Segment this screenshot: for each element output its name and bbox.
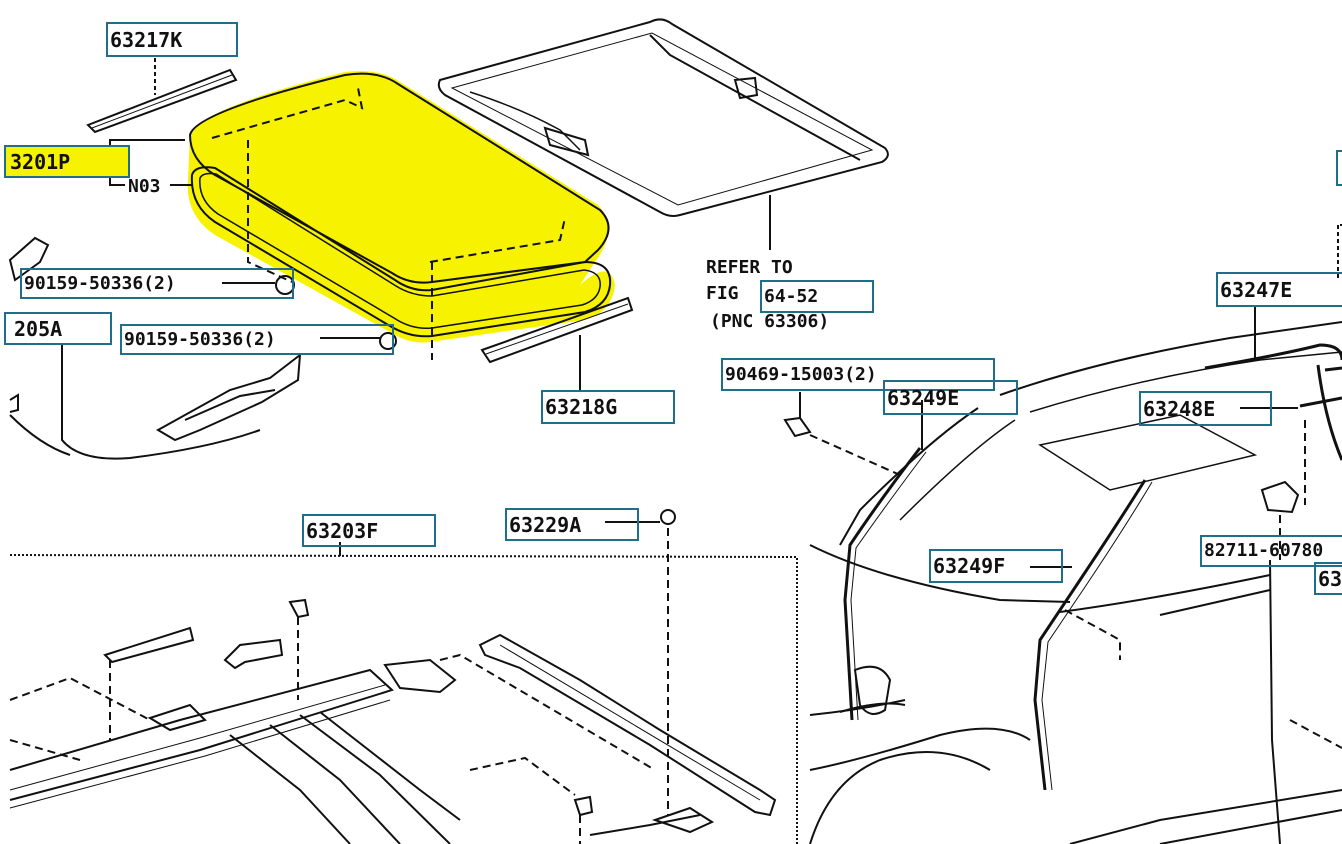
callout-63217K[interactable]: 63217K	[106, 22, 238, 57]
frame-group-63203F	[9, 542, 798, 844]
callout-63-partial[interactable]: 63	[1314, 562, 1342, 595]
callout-63249F[interactable]: 63249F	[929, 549, 1063, 583]
callout-63203F[interactable]: 63203F	[302, 514, 436, 547]
sunroof-glass-outline	[188, 72, 610, 284]
callout-63201P[interactable]: 3201P	[4, 145, 130, 178]
callout-fig-64-52[interactable]: 64-52	[760, 280, 874, 313]
refer-pnc-label: (PNC 63306)	[710, 311, 830, 332]
garnish-strip-63218G	[480, 296, 634, 392]
callout-63249E[interactable]: 63249E	[883, 380, 1018, 415]
callout-63218G[interactable]: 63218G	[541, 390, 675, 424]
callout-90159-50336-a[interactable]: 90159-50336(2)	[20, 268, 294, 299]
bolt-90159-b	[379, 332, 397, 350]
callout-205A[interactable]: 205A	[4, 312, 112, 345]
sunshade-panel	[437, 18, 889, 217]
refer-fig-label: FIG	[706, 283, 739, 304]
sunroof-glass-highlight	[187, 71, 615, 343]
bolt-90159-a	[275, 275, 295, 295]
vehicle-body	[783, 224, 1342, 844]
callout-63229A[interactable]: 63229A	[505, 508, 639, 541]
callout-63248E[interactable]: 63248E	[1139, 391, 1272, 426]
callout-edge-partial[interactable]	[1336, 150, 1342, 186]
glass-weatherstrip	[190, 166, 612, 338]
callout-63247E[interactable]: 63247E	[1216, 272, 1342, 307]
label-N03: N03	[128, 176, 161, 197]
clip-63229A	[660, 509, 676, 525]
callout-90469-15003[interactable]: 90469-15003(2)	[721, 358, 995, 391]
callout-90159-50336-b[interactable]: 90159-50336(2)	[120, 324, 394, 355]
callout-82711-60780[interactable]: 82711-60780	[1200, 535, 1342, 567]
garnish-strip-63217K	[86, 58, 238, 134]
refer-to-label: REFER TO	[706, 257, 793, 278]
